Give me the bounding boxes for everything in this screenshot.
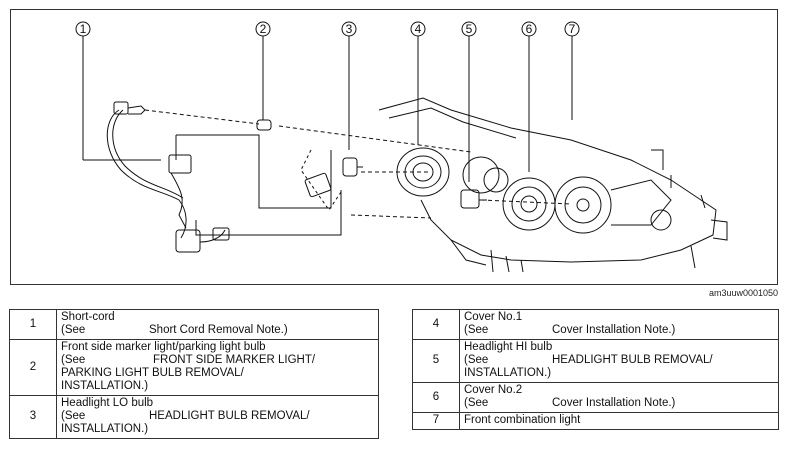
callout-5 [461,21,477,182]
legend-num: 7 [412,412,460,430]
legend-row: 2 Front side marker light/parking light … [9,339,379,396]
see-label: (See [61,324,86,336]
reference-link[interactable]: FRONT SIDE MARKER LIGHT/ [153,354,316,366]
legend-row: 1 Short-cord (See Short Cord Removal Note… [9,309,379,340]
reference-link-cont[interactable]: INSTALLATION.) [464,367,552,379]
legend-title: Front combination light [464,414,581,426]
legend-row: 7 Front combination light [412,412,779,430]
exploded-diagram: 1 2 3 4 5 6 7 [10,9,778,285]
legend-num: 2 [9,339,57,396]
callout-7 [564,21,580,120]
legend-row: 6 Cover No.2 (See Cover Installation Note… [412,382,779,413]
headlight-housing-drawing [378,97,728,273]
callout-label-7: 7 [569,22,576,36]
hi-bulb-drawing [460,189,487,209]
callout-label-4: 4 [415,22,422,36]
harness-frame [175,134,342,236]
assembly-axes [144,109,572,219]
legend-row: 5 Headlight HI bulb (See HEADLIGHT BULB R… [412,339,779,383]
reference-link[interactable]: HEADLIGHT BULB REMOVAL/ [552,354,713,366]
reference-link-cont[interactable]: INSTALLATION.) [61,423,149,435]
legend-row: 4 Cover No.1 (See Cover Installation Note… [412,309,779,340]
see-label: (See [464,324,489,336]
figure-id: am3uuw0001050 [708,288,778,298]
reference-link[interactable]: Cover Installation Note.) [552,397,676,409]
reference-link-cont[interactable]: PARKING LIGHT BULB REMOVAL/ [61,367,244,379]
callout-label-5: 5 [466,22,473,36]
reference-link[interactable]: Short Cord Removal Note.) [149,324,288,336]
callout-3 [341,21,357,150]
see-label: (See [464,397,489,409]
reference-link[interactable]: Cover Installation Note.) [552,324,676,336]
parts-legend-left: 1 Short-cord (See Short Cord Removal Note… [9,309,379,439]
callout-label-2: 2 [260,22,267,36]
short-cord-drawing [106,101,230,253]
see-label: (See [61,354,86,366]
legend-desc: Short-cord (See Short Cord Removal Note.) [56,309,379,340]
legend-desc: Headlight HI bulb (See HEADLIGHT BULB REM… [459,339,779,383]
callout-6 [521,21,537,172]
legend-title: Cover No.1 [464,311,523,323]
legend-title: Cover No.2 [464,384,523,396]
legend-num: 4 [412,309,460,340]
callout-1 [75,21,161,161]
callout-2 [255,21,271,120]
legend-title: Headlight LO bulb [61,397,154,409]
legend-title: Headlight HI bulb [464,341,553,353]
legend-title: Front side marker light/parking light bu… [61,341,266,353]
callout-4 [410,21,426,145]
reference-link-cont[interactable]: INSTALLATION.) [61,380,149,392]
legend-num: 6 [412,382,460,413]
see-label: (See [61,410,86,422]
cover-1-drawing [396,147,450,197]
diagram-drawing: 1 2 3 4 5 6 7 [75,21,728,273]
legend-desc: Front side marker light/parking light bu… [56,339,379,396]
legend-num: 5 [412,339,460,383]
lo-bulb-drawing [342,157,363,177]
callout-label-6: 6 [526,22,533,36]
see-label: (See [464,354,489,366]
legend-num: 1 [9,309,57,340]
reference-link[interactable]: HEADLIGHT BULB REMOVAL/ [149,410,310,422]
legend-desc: Headlight LO bulb (See HEADLIGHT BULB REM… [56,395,379,439]
legend-num: 3 [9,395,57,439]
callout-label-1: 1 [80,22,87,36]
callout-label-3: 3 [346,22,353,36]
legend-desc: Front combination light [459,412,779,430]
legend-row: 3 Headlight LO bulb (See HEADLIGHT BULB R… [9,395,379,439]
legend-title: Short-cord [61,311,115,323]
side-marker-bulb-drawing [256,119,272,131]
legend-desc: Cover No.1 (See Cover Installation Note.) [459,309,779,340]
cover-2-drawing [502,177,556,231]
legend-desc: Cover No.2 (See Cover Installation Note.) [459,382,779,413]
